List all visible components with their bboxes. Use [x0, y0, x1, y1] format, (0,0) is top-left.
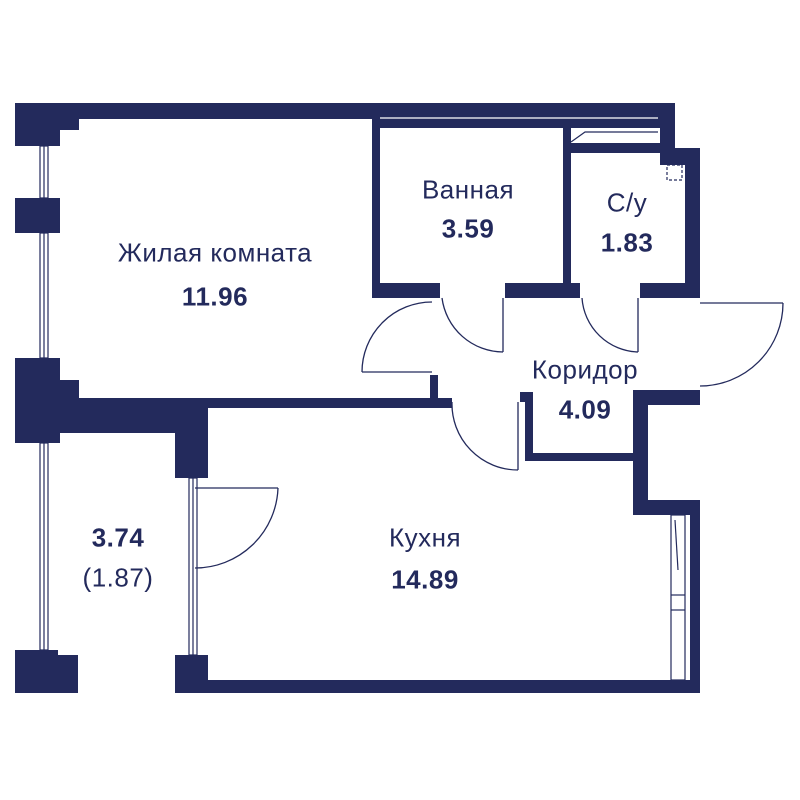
- walls: [15, 103, 700, 693]
- bathroom-door[interactable]: [441, 297, 504, 353]
- balcony-door[interactable]: [194, 487, 279, 569]
- living-room-door[interactable]: [361, 301, 433, 373]
- living-room-area: 11.96: [181, 281, 249, 312]
- bathroom-name: Ванная: [421, 174, 515, 205]
- balcony-area: 3.74: [91, 522, 145, 553]
- kitchen-name: Кухня: [388, 522, 462, 553]
- kitchen-area: 14.89: [391, 564, 459, 595]
- balcony-reduced-area: (1.87): [82, 562, 154, 593]
- entrance-door[interactable]: [699, 302, 784, 387]
- corridor-area: 4.09: [558, 394, 612, 425]
- doors: [194, 297, 784, 569]
- wc-area: 1.83: [600, 227, 654, 258]
- wc-door[interactable]: [581, 297, 639, 353]
- wc-name: С/у: [606, 187, 648, 218]
- bathroom-area: 3.59: [441, 213, 495, 244]
- living-room-name: Жилая комната: [117, 237, 313, 268]
- kitchen-door[interactable]: [451, 401, 519, 471]
- windows: [39, 117, 686, 681]
- corridor-name: Коридор: [531, 354, 639, 385]
